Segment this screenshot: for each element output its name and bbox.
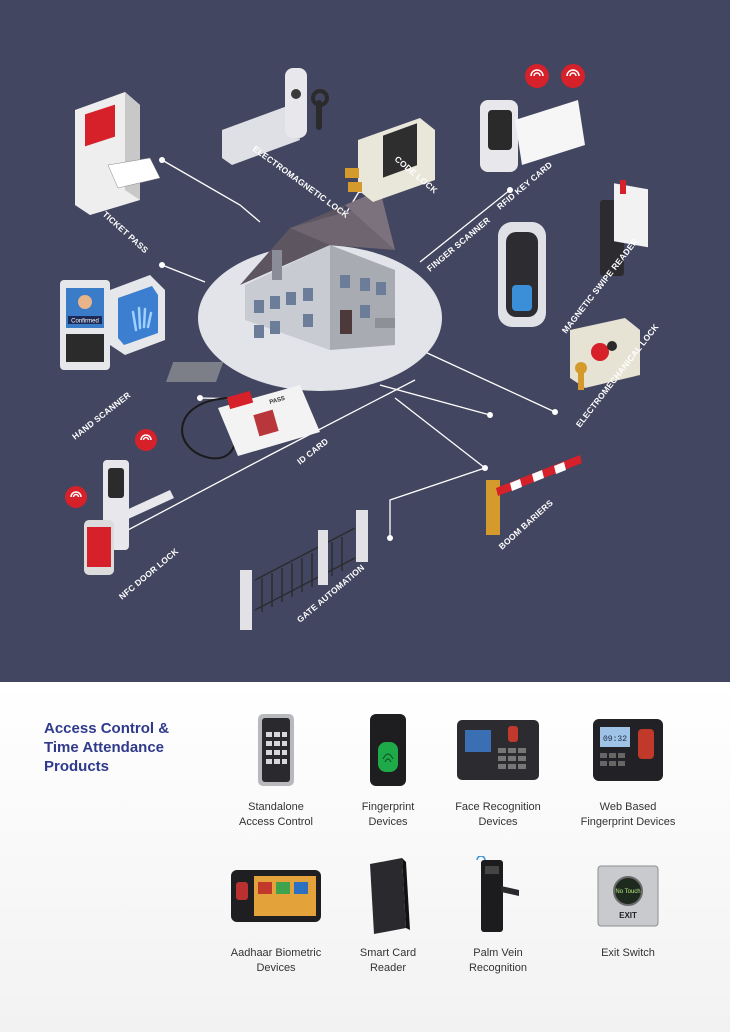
no-touch-text: No Touch (615, 889, 640, 895)
label-electromagnetic-lock: ELECTROMAGNETIC LOCK (251, 144, 352, 221)
access-control-diagram: Confirmed PASS (60, 64, 661, 630)
product-label: Exit Switch (601, 947, 655, 959)
product-face-recognition-devices: Face Recognition Devices (428, 710, 568, 830)
code-lock-icon (345, 118, 435, 202)
product-smart-card-reader: Smart Card Reader (318, 856, 458, 976)
label-gate-automation: GATE AUTOMATION (295, 562, 366, 624)
product-web-based-fingerprint-devices: 09:32 Web Based Fingerprint Devices (558, 710, 698, 830)
products-panel: Access Control & Time Attendance Product… (0, 682, 730, 1032)
fingerprint-reader-icon (370, 714, 406, 786)
gate-automation-icon (240, 510, 368, 630)
product-aadhaar-biometric-devices: Aadhaar Biometric Devices (206, 856, 346, 976)
house-illustration (165, 190, 442, 391)
hand-scanner-icon: Confirmed (60, 275, 165, 370)
product-label: Fingerprint Devices (361, 801, 415, 828)
ticket-pass-kiosk-icon (75, 92, 161, 215)
card-reader-icon (370, 858, 410, 934)
product-label: Smart Card Reader (359, 947, 417, 974)
label-hand-scanner: HAND SCANNER (70, 390, 132, 442)
palm-vein-lock-icon (476, 856, 519, 932)
nfc-door-lock-icon (65, 429, 174, 575)
product-palm-vein-recognition: Palm Vein Recognition (428, 856, 568, 976)
electromagnetic-lock-icon (222, 68, 329, 165)
diagram-panel: Confirmed PASS (0, 0, 730, 682)
product-label: Face Recognition Devices (455, 801, 541, 828)
boom-barrier-icon (486, 455, 582, 535)
label-nfc-door-lock: NFC DOOR LOCK (117, 546, 181, 602)
label-boom-bariers: BOOM BARIERS (497, 497, 555, 551)
product-label: Web Based Fingerprint Devices (580, 801, 676, 828)
label-finger-scanner: FINGER SCANNER (425, 215, 492, 274)
face-terminal-icon (457, 720, 539, 780)
label-ticket-pass: TICKET PASS (101, 209, 151, 255)
tablet-biometric-icon (231, 870, 321, 922)
id-card-icon: PASS (181, 385, 320, 460)
magnetic-swipe-reader-icon (600, 180, 648, 276)
rfid-key-card-icon (480, 64, 585, 172)
product-exit-switch: No Touch EXIT Exit Switch (558, 856, 698, 961)
product-standalone-access-control: Standalone Access Control (206, 710, 346, 830)
product-fingerprint-devices: Fingerprint Devices (318, 710, 458, 830)
finger-scanner-icon (498, 222, 546, 327)
electromechanical-lock-icon (570, 318, 640, 390)
confirmed-screen-text: Confirmed (71, 319, 99, 325)
web-fingerprint-terminal-icon: 09:32 (593, 719, 663, 781)
product-label: Standalone Access Control (239, 801, 313, 828)
products-heading: Access Control & Time Attendance Product… (44, 720, 170, 775)
pass-card-text: PASS (269, 396, 286, 406)
label-id-card: ID CARD (295, 436, 330, 467)
exit-text: EXIT (619, 911, 637, 920)
product-label: Aadhaar Biometric Devices (230, 947, 322, 974)
exit-switch-icon: No Touch EXIT (597, 865, 659, 927)
keypad-device-icon (258, 714, 294, 786)
time-screen-text: 09:32 (603, 735, 627, 744)
product-label: Palm Vein Recognition (468, 947, 528, 974)
